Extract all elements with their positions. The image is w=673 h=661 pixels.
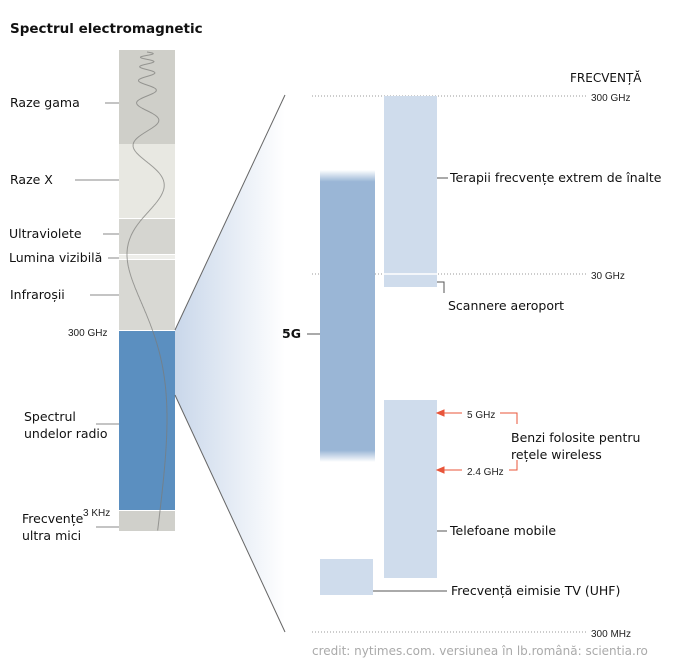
label-visible: Lumina vizibilă xyxy=(9,250,103,265)
label-wifi-2: rețele wireless xyxy=(511,447,602,462)
label-elf-2: ultra mici xyxy=(22,528,82,543)
uv-band xyxy=(119,219,175,254)
xray-band xyxy=(119,144,175,218)
band-5g xyxy=(320,170,375,462)
gamma-band xyxy=(119,50,175,144)
label-therapy: Terapii frecvențe extrem de înalte xyxy=(450,170,662,185)
label-radio-2: undelor radio xyxy=(24,426,108,441)
label-gamma: Raze gama xyxy=(10,95,80,110)
visible-band xyxy=(119,255,175,259)
label-ir: Infraroșii xyxy=(10,287,65,302)
label-wifi-1: Benzi folosite pentru xyxy=(511,430,641,445)
wifi-arrows xyxy=(435,409,518,474)
label-5g: 5G xyxy=(282,326,301,341)
credit: credit: nytimes.com. versiunea în lb.rom… xyxy=(312,644,648,658)
label-scanners: Scannere aeroport xyxy=(448,298,565,313)
page-title: Spectrul electromagnetic xyxy=(10,21,203,37)
label-elf-1: Frecvențe xyxy=(22,511,84,526)
label-uv: Ultraviolete xyxy=(9,226,82,241)
freq-300ghz-left: 300 GHz xyxy=(68,328,108,339)
spectrum-bar xyxy=(119,50,175,531)
label-xray: Raze X xyxy=(10,172,53,187)
band-mobile xyxy=(384,400,437,578)
axis-title: FRECVENȚĂ xyxy=(570,71,642,85)
ir-band xyxy=(119,260,175,330)
elf-band xyxy=(119,511,175,531)
band-therapy xyxy=(384,96,437,287)
label-tv: Frecvență eimisie TV (UHF) xyxy=(451,583,621,598)
freq-300mhz: 300 MHz xyxy=(591,629,632,640)
funnel-bottom-line xyxy=(174,394,286,633)
freq-30ghz: 30 GHz xyxy=(591,271,625,282)
radio-band xyxy=(119,331,175,510)
freq-3khz: 3 KHz xyxy=(83,508,111,519)
freq-5ghz: 5 GHz xyxy=(467,410,496,421)
wave-line xyxy=(126,51,168,531)
label-leaders xyxy=(75,102,119,528)
freq-2-4ghz: 2.4 GHz xyxy=(467,467,504,478)
label-mobile: Telefoane mobile xyxy=(450,523,557,538)
freq-300ghz: 300 GHz xyxy=(591,93,631,104)
label-radio-1: Spectrul xyxy=(24,409,76,424)
funnel-top-line xyxy=(174,94,286,331)
band-tv xyxy=(320,559,373,595)
zoom-funnel xyxy=(175,95,285,632)
